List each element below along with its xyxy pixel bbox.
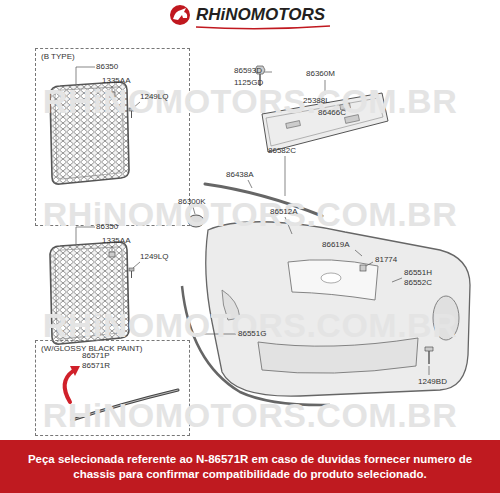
screw [425, 347, 433, 364]
callout-number: 1249LQ [140, 92, 168, 102]
callout-number: 1249BD [418, 377, 447, 387]
callout-number: 86571P [82, 351, 110, 361]
watermark: RHiNOMOTORS.COM.BR [0, 195, 500, 233]
callout-number: 86512A [270, 207, 298, 217]
callout-number: 86438A [226, 170, 254, 180]
callout-number: 86593D [234, 66, 262, 76]
box-heading: (B TYPE) [36, 49, 189, 61]
callout-number: 1249LQ [140, 252, 168, 262]
brand-logo: RHiNOMOTORS [196, 5, 325, 25]
callout-number: 1335AA [102, 76, 130, 86]
callout-number: 86350 [96, 222, 118, 232]
callout-number: 86582C [268, 146, 296, 156]
callout-number: 86571R [82, 361, 110, 371]
logo-icon [170, 5, 330, 29]
screw [129, 268, 134, 278]
callout-number: 86551G [238, 329, 266, 339]
lower-lip [182, 286, 330, 405]
callout-number: 86360M [306, 69, 335, 79]
callout-number: 86300K [178, 197, 206, 207]
callout-number: 86552C [404, 278, 432, 288]
watermark: RHiNOMOTORS.COM.BR [0, 82, 500, 120]
callout-number: 1125GD [234, 78, 263, 88]
watermark: RHiNOMOTORS.COM.BR [0, 396, 500, 434]
callout-number: 86466C [318, 108, 346, 118]
callout-number: 86350 [96, 62, 118, 72]
callout-number: 81774 [375, 255, 397, 265]
callout-number: 86551H [404, 268, 432, 278]
callout-number: 1335AA [102, 236, 130, 246]
notice-banner: Peça selecionada referente ao N-86571R e… [0, 440, 500, 493]
callout-number: 25388L [303, 96, 330, 106]
notice-text: Peça selecionada referente ao N-86571R e… [10, 452, 490, 482]
watermark: RHiNOMOTORS.COM.BR [0, 306, 500, 344]
callout-number: 86619A [322, 240, 350, 250]
